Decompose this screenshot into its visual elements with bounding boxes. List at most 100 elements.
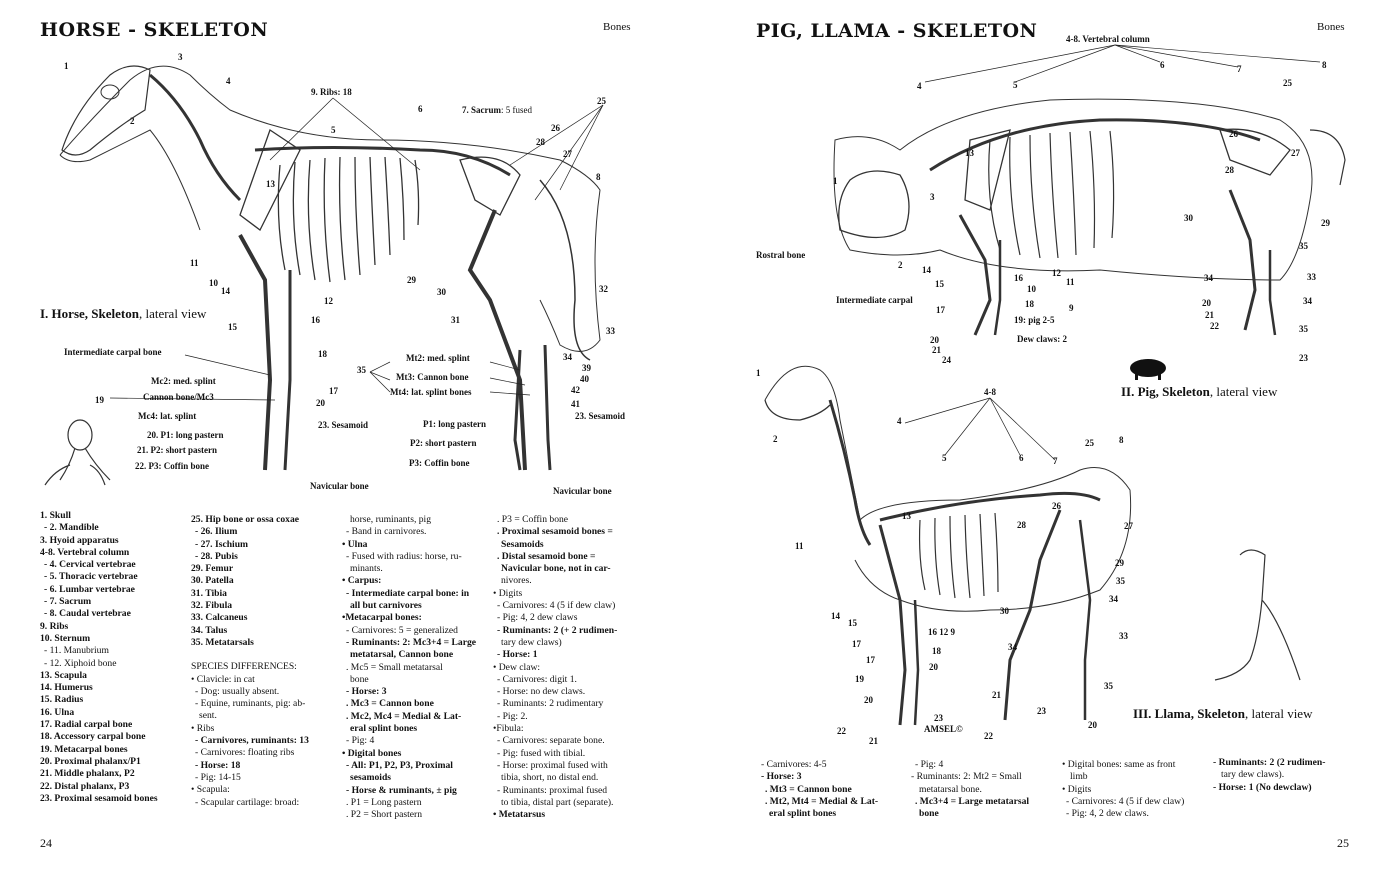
horse-label-18: 18 xyxy=(318,349,327,359)
horse-label-2: 2 xyxy=(130,116,135,126)
pig-label-14: 14 xyxy=(922,265,931,275)
llama-label-8: 8 xyxy=(1119,435,1124,445)
horse-legend-col3: horse, ruminants, pig- Band in carnivore… xyxy=(342,514,477,821)
horse-label-41: 41 xyxy=(571,399,580,409)
horse-label-20: 20 xyxy=(316,398,325,408)
pig-label-1: 1 xyxy=(833,176,838,186)
pig-label-29: 29 xyxy=(1321,218,1330,228)
horse-label-32: 32 xyxy=(599,284,608,294)
pig-label-27: 27 xyxy=(1291,148,1300,158)
horse-label-5: 5 xyxy=(331,125,336,135)
pig-label-20: 20 xyxy=(930,335,939,345)
llama-label-30: 30 xyxy=(1000,606,1009,616)
horse-label-28: 28 xyxy=(536,137,545,147)
horse-label-17: 17 xyxy=(329,386,338,396)
llama-label-29: 29 xyxy=(1115,558,1124,568)
llama-label-25: 25 xyxy=(1085,438,1094,448)
horse-label-mc2: Mc2: med. splint xyxy=(151,376,216,386)
horse-label-19: 19 xyxy=(95,395,104,405)
pig-label-4: 4 xyxy=(917,81,922,91)
horse-label-34: 34 xyxy=(563,352,572,362)
pig-label-10: 10 xyxy=(1027,284,1036,294)
horse-label-hind-p2: P2: short pastern xyxy=(410,438,477,448)
horse-legend-col1: 1. Skull- 2. Mandible 3. Hyoid apparatus… xyxy=(40,510,158,804)
page-title-horse: HORSE - SKELETON xyxy=(40,19,269,41)
pig-label-3: 3 xyxy=(930,192,935,202)
horse-figure-caption: I. Horse, Skeleton, lateral view xyxy=(40,306,207,321)
pig-label-21: 21 xyxy=(932,345,941,355)
pig-label-30: 30 xyxy=(1184,213,1193,223)
horse-label-42: 42 xyxy=(571,385,580,395)
pig-label-13: 13 xyxy=(965,148,974,158)
llama-label-14: 14 xyxy=(831,611,840,621)
page-title-pig-llama: PIG, LLAMA - SKELETON xyxy=(756,20,1038,42)
horse-label-6: 6 xyxy=(418,104,423,114)
llama-label-17: 17 xyxy=(852,639,861,649)
horse-label-navicular: Navicular bone xyxy=(310,481,369,491)
llama-label-20c: 20 xyxy=(1088,720,1097,730)
llama-label-4-8: 4-8 xyxy=(984,387,996,397)
pig-label-34b: 34 xyxy=(1303,296,1312,306)
llama-label-4: 4 xyxy=(897,416,902,426)
pig-llama-notes-col4: - Ruminants: 2 (2 rudimen-tary dew claws… xyxy=(1213,757,1326,793)
horse-label-26: 26 xyxy=(551,123,560,133)
horse-legend-col2: 25. Hip bone or ossa coxae- 26. Ilium - … xyxy=(191,514,309,808)
running-head-right: Bones xyxy=(1317,21,1345,33)
pig-llama-notes-col1: - Carnivores: 4-5- Horse: 3 . Mt3 = Cann… xyxy=(761,759,879,820)
horse-label-mt2: Mt2: med. splint xyxy=(406,353,470,363)
foal-sketch xyxy=(44,419,111,486)
horse-label-sacrum: 7. Sacrum: 5 fused xyxy=(462,105,532,115)
llama-label-28: 28 xyxy=(1017,520,1026,530)
pig-label-6: 6 xyxy=(1160,60,1165,70)
horse-label-4: 4 xyxy=(226,76,231,86)
horse-label-mc3: Cannon bone/Mc3 xyxy=(143,392,214,402)
llama-label-6: 6 xyxy=(1019,453,1024,463)
llama-artist-signature: AMSEL© xyxy=(924,724,963,734)
llama-label-19: 19 xyxy=(855,674,864,684)
horse-label-8: 8 xyxy=(596,172,601,182)
pig-llama-notes-col2: - Pig: 4- Ruminants: 2: Mt2 = Small meta… xyxy=(911,759,1030,820)
pig-label-intermediate-carpal: Intermediate carpal xyxy=(836,295,913,305)
pig-label-11: 11 xyxy=(1066,277,1075,287)
llama-label-2: 2 xyxy=(773,434,778,444)
llama-label-35b: 35 xyxy=(1104,681,1113,691)
pig-label-25: 25 xyxy=(1283,78,1292,88)
horse-label-15: 15 xyxy=(228,322,237,332)
llama-label-27: 27 xyxy=(1124,521,1133,531)
pig-label-16: 16 xyxy=(1014,273,1023,283)
pig-label-21b: 21 xyxy=(1205,310,1214,320)
page-number-left: 24 xyxy=(40,836,52,850)
pig-label-9: 9 xyxy=(1069,303,1074,313)
horse-label-29: 29 xyxy=(407,275,416,285)
pig-label-23: 23 xyxy=(1299,353,1308,363)
horse-skeleton-illustration xyxy=(59,65,604,471)
llama-figure-caption: III. Llama, Skeleton, lateral view xyxy=(1133,706,1313,721)
horse-label-p1: 20. P1: long pastern xyxy=(147,430,224,440)
horse-label-33: 33 xyxy=(606,326,615,336)
pig-figure-caption: II. Pig, Skeleton, lateral view xyxy=(1121,384,1278,399)
llama-label-16-12-9: 16 12 9 xyxy=(928,627,955,637)
llama-label-21: 21 xyxy=(992,690,1001,700)
horse-label-39: 39 xyxy=(582,363,591,373)
llama-label-21b: 21 xyxy=(869,736,878,746)
horse-label-25: 25 xyxy=(597,96,606,106)
llama-label-34: 34 xyxy=(1109,594,1118,604)
llama-label-7: 7 xyxy=(1053,456,1058,466)
horse-label-hind-p1: P1: long pastern xyxy=(423,419,486,429)
pig-label-28: 28 xyxy=(1225,165,1234,175)
horse-label-intermediate-carpal: Intermediate carpal bone xyxy=(64,347,162,357)
pig-label-20b: 20 xyxy=(1202,298,1211,308)
horse-label-p3: 22. P3: Coffin bone xyxy=(135,461,209,471)
horse-label-27: 27 xyxy=(563,149,572,159)
pig-label-7: 7 xyxy=(1237,64,1242,74)
horse-label-31: 31 xyxy=(451,315,460,325)
horse-label-mt4: Mt4: lat. splint bones xyxy=(390,387,472,397)
horse-label-11: 11 xyxy=(190,258,199,268)
horse-label-navicular-hind: Navicular bone xyxy=(553,486,612,496)
llama-label-22b: 22 xyxy=(984,731,993,741)
horse-label-sesamoid-hind: 23. Sesamoid xyxy=(575,411,626,421)
llama-label-20b: 20 xyxy=(864,695,873,705)
horse-label-14: 14 xyxy=(221,286,230,296)
